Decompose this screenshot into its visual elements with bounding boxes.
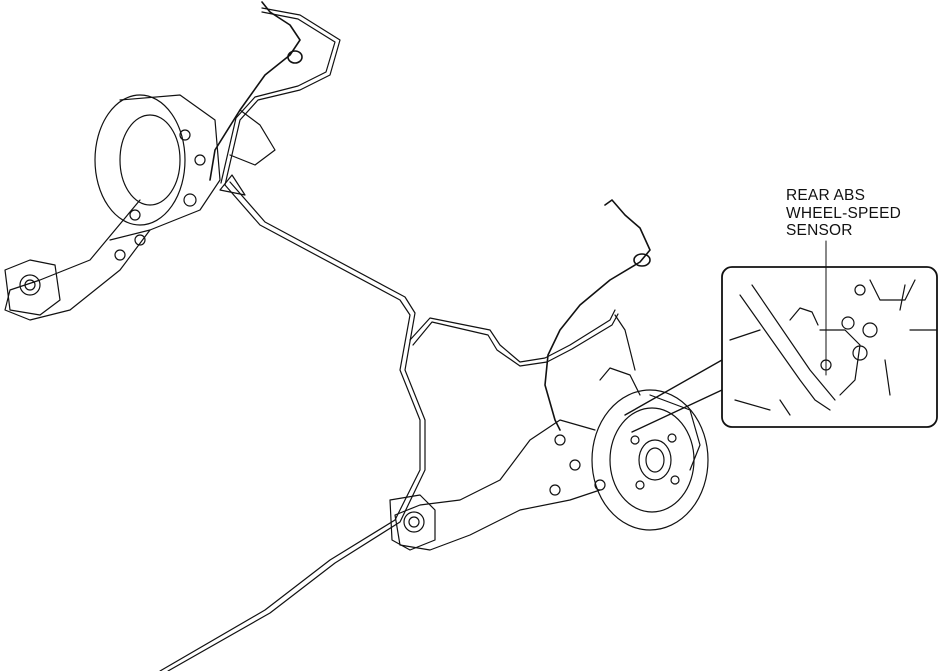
sensor-harness: [209, 1, 651, 431]
brake-lines: [159, 7, 619, 671]
callout-line: SENSOR: [786, 222, 853, 239]
callout-line: REAR ABS: [786, 187, 866, 204]
callout-line: WHEEL-SPEED: [786, 204, 902, 222]
right-knuckle-assembly: [389, 314, 709, 551]
left-knuckle-assembly: [4, 94, 276, 321]
callout-label-rear-abs-wheel-speed-sensor: REAR ABS WHEEL-SPEED SENSOR: [786, 187, 901, 240]
callout-pointer: [624, 359, 723, 433]
inset-detail-view: [721, 266, 938, 428]
